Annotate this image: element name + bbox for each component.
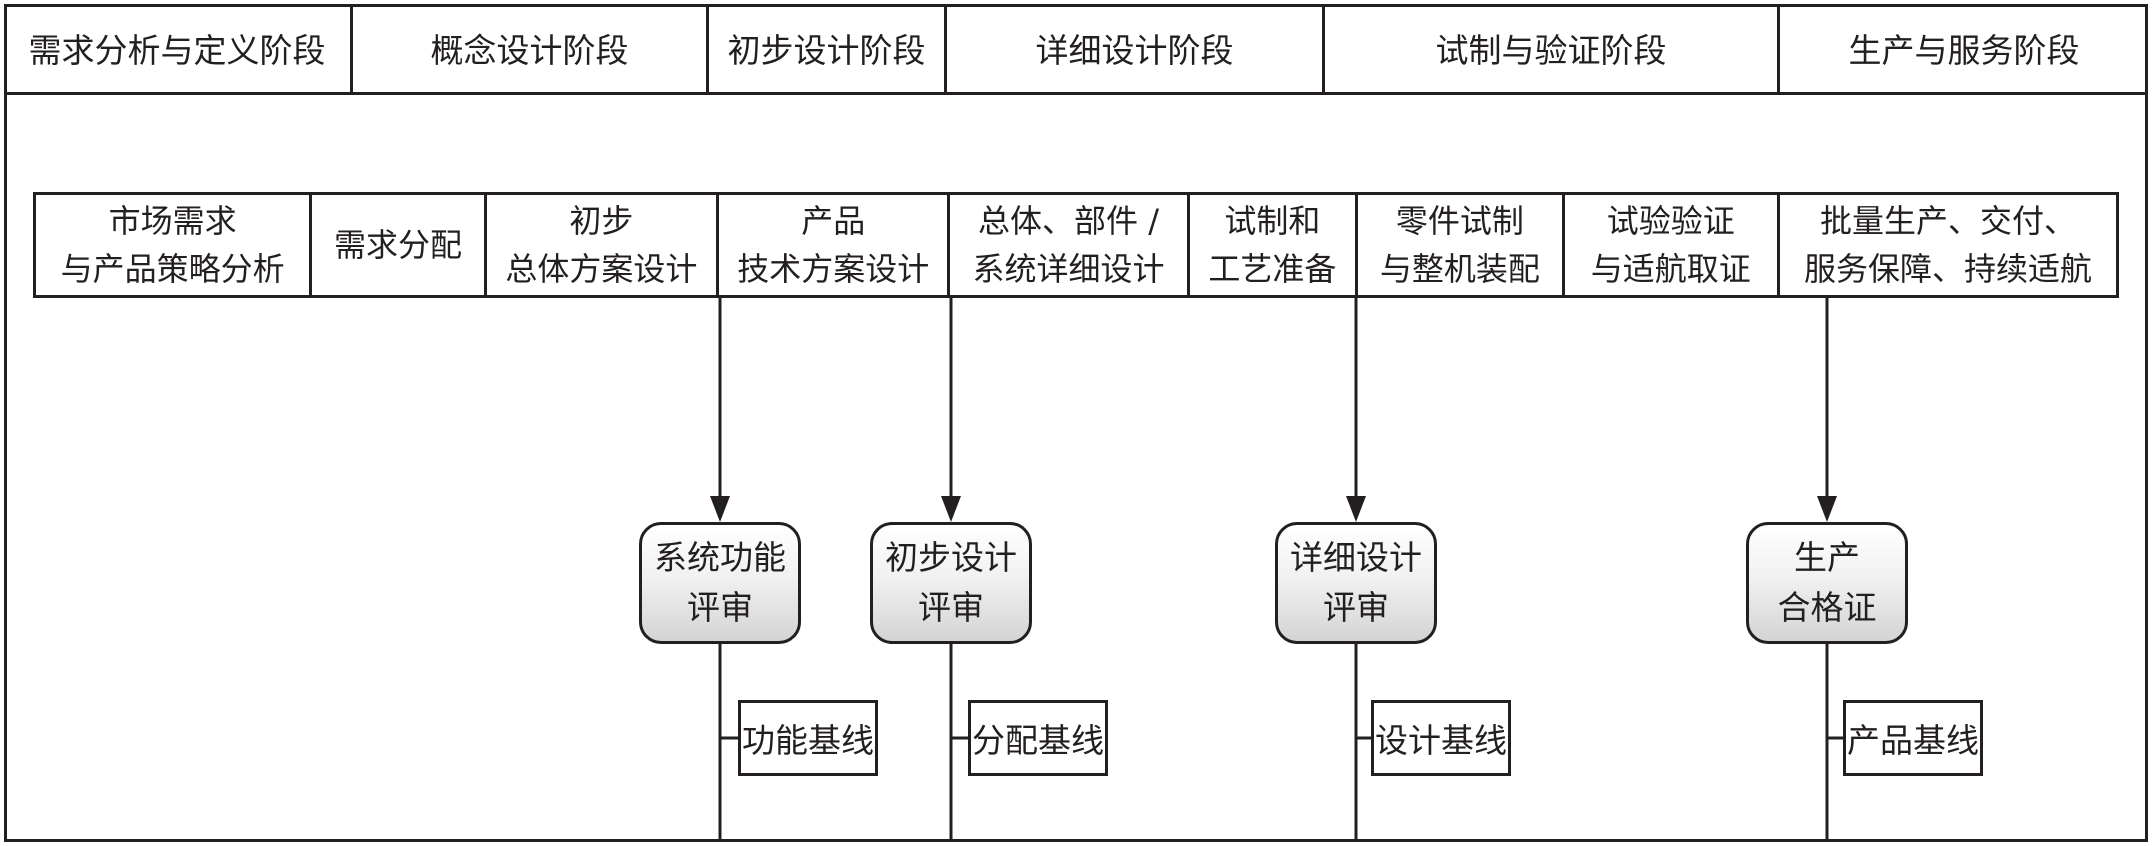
activity-line1: 市场需求 [108,202,237,240]
activity-line1: 需求分配 [333,226,462,264]
stage-requirements: 需求分析与定义阶段 [4,4,353,92]
arrowhead-preliminary [941,496,961,522]
activity-line1: 初步 [569,202,634,240]
arrowhead-functional [710,496,730,522]
activity-market-analysis: 市场需求 与产品策略分析 [36,195,313,295]
review-line1: 系统功能 [654,538,786,577]
stage-detailed-design: 详细设计阶段 [947,4,1325,92]
review-line2: 合格证 [1777,588,1877,627]
activity-line2: 技术方案设计 [737,250,930,288]
activity-mass-production: 批量生产、交付、 服务保障、持续适航 [1780,195,2116,295]
stage-trial-verification: 试制与验证阶段 [1325,4,1780,92]
activity-line1: 零件试制 [1395,202,1524,240]
activity-process-preparation: 试制和 工艺准备 [1190,195,1359,295]
arrowhead-production [1817,496,1837,522]
stage-header-row: 需求分析与定义阶段 概念设计阶段 初步设计阶段 详细设计阶段 试制与验证阶段 生… [4,4,2148,95]
baseline-design: 设计基线 [1371,700,1511,776]
activity-test-certification: 试验验证 与适航取证 [1565,195,1780,295]
review-line1: 详细设计 [1290,538,1422,577]
review-detailed-design: 详细设计 评审 [1275,522,1437,644]
review-line2: 评审 [918,588,984,627]
arrowhead-detailed [1346,496,1366,522]
activity-preliminary-scheme: 初步 总体方案设计 [487,195,720,295]
stage-preliminary-design: 初步设计阶段 [709,4,947,92]
activity-line1: 产品 [801,202,866,240]
activity-row: 市场需求 与产品策略分析 需求分配 初步 总体方案设计 产品 技术方案设计 总体… [33,192,2119,298]
baseline-allocated: 分配基线 [968,700,1108,776]
activity-line1: 批量生产、交付、 [1819,202,2076,240]
review-line1: 生产 [1794,538,1860,577]
activity-line2: 系统详细设计 [972,250,1165,288]
activity-line2: 与整机装配 [1379,250,1540,288]
review-line2: 评审 [1323,588,1389,627]
review-system-function: 系统功能 评审 [639,522,801,644]
outer-frame [4,4,2148,842]
activity-parts-assembly: 零件试制 与整机装配 [1358,195,1565,295]
review-production-certificate: 生产 合格证 [1746,522,1908,644]
activity-line1: 总体、部件 / [978,202,1159,240]
review-preliminary-design: 初步设计 评审 [870,522,1032,644]
review-line2: 评审 [687,588,753,627]
baseline-product: 产品基线 [1843,700,1983,776]
activity-line2: 服务保障、持续适航 [1803,250,2092,288]
activity-line2: 工艺准备 [1208,250,1337,288]
activity-line2: 与适航取证 [1590,250,1751,288]
activity-line2: 与产品策略分析 [60,250,285,288]
baseline-functional: 功能基线 [738,700,878,776]
stage-concept-design: 概念设计阶段 [353,4,709,92]
activity-line1: 试制和 [1224,202,1321,240]
activity-technical-scheme: 产品 技术方案设计 [719,195,951,295]
activity-requirement-allocation: 需求分配 [312,195,487,295]
stage-production-service: 生产与服务阶段 [1848,31,2080,70]
review-line1: 初步设计 [885,538,1017,577]
activity-line2: 总体方案设计 [505,250,698,288]
activity-detailed-design: 总体、部件 / 系统详细设计 [950,195,1190,295]
activity-line1: 试验验证 [1606,202,1735,240]
